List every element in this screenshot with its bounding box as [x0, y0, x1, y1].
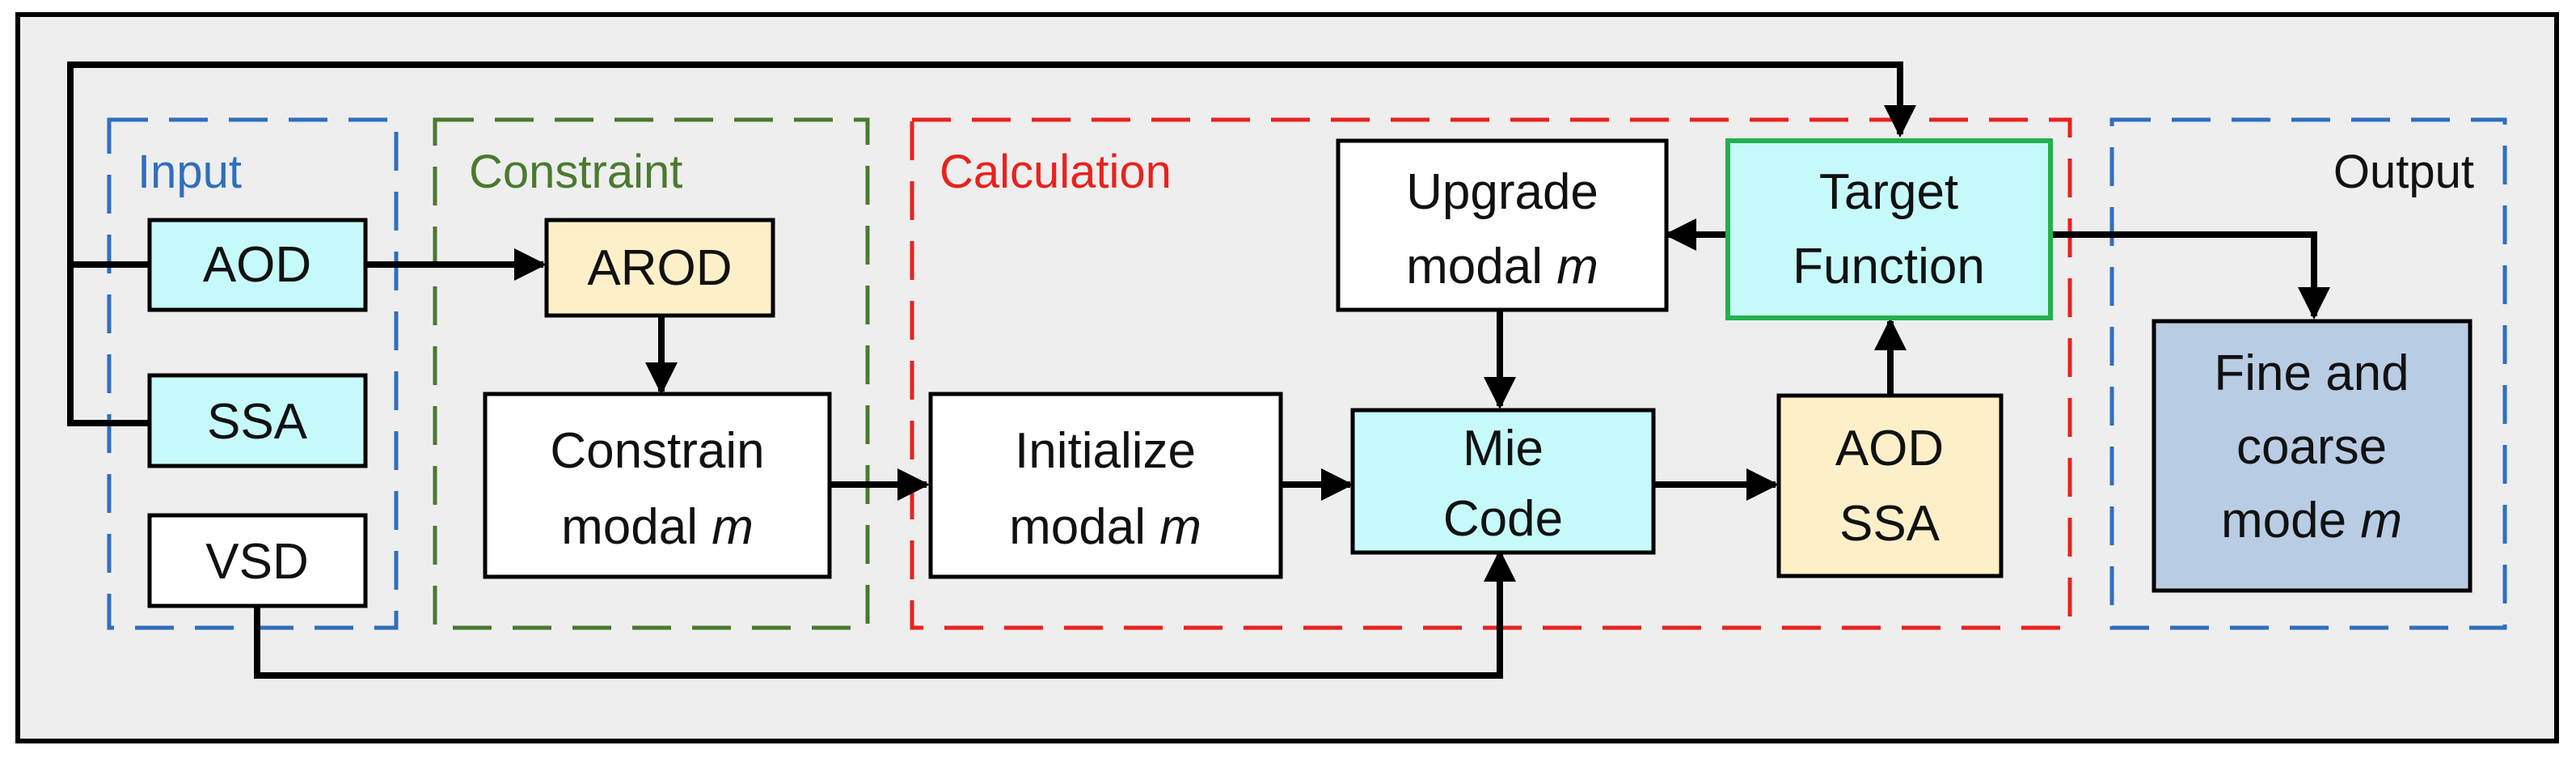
mie-code-label-line2: Code: [1443, 491, 1563, 547]
constrain-box: Constrain modal m: [483, 392, 832, 579]
initialize-box: Initialize modal m: [928, 392, 1283, 579]
vsd-input-box: VSD: [147, 513, 368, 608]
constrain-label-line2: modal m: [561, 499, 754, 555]
target-function-box: Target Function: [1725, 138, 2053, 320]
output-label-line1: Fine and: [2214, 345, 2409, 401]
aod-ssa-label-line1: AOD: [1835, 421, 1944, 476]
output-group-border: [2109, 117, 2507, 630]
initialize-label-line1: Initialize: [1015, 423, 1196, 479]
upgrade-label-line2: modal m: [1406, 239, 1598, 294]
arod-box: AROD: [544, 218, 775, 318]
initialize-label-line2: modal m: [1009, 499, 1201, 555]
aod-input-box: AOD: [147, 218, 368, 312]
input-group-title: Input: [137, 146, 242, 198]
constraint-group-title: Constraint: [469, 146, 682, 198]
vsd-input-label: VSD: [205, 534, 308, 590]
connectors: [67, 61, 2330, 679]
aod-ssa-box: AOD SSA: [1776, 393, 2004, 578]
ssa-input-label: SSA: [207, 394, 308, 450]
mie-code-box: Mie Code: [1350, 408, 1656, 555]
calculation-group-title: Calculation: [940, 146, 1172, 198]
input-group-border: [107, 117, 399, 630]
target-function-label-line1: Target: [1819, 164, 1958, 220]
feedback-line-ssa: [67, 61, 1916, 426]
output-box: Fine and coarse mode m: [2152, 319, 2473, 593]
mie-code-label-line1: Mie: [1463, 421, 1543, 476]
constraint-group-border: [433, 117, 870, 630]
target-function-label-line2: Function: [1793, 239, 1985, 294]
ssa-input-box: SSA: [147, 373, 368, 468]
upgrade-box: Upgrade modal m: [1336, 138, 1669, 312]
upgrade-label-line1: Upgrade: [1406, 164, 1598, 220]
outer-frame: [15, 12, 2559, 743]
calculation-group-border: [910, 117, 2072, 630]
arrow-target-output: [2050, 231, 2330, 320]
arrow-vsd-mie: [254, 549, 1516, 679]
arod-label: AROD: [587, 240, 732, 296]
output-label-line3: mode m: [2221, 493, 2402, 548]
output-group-title: Output: [2333, 146, 2474, 198]
aod-ssa-label-line2: SSA: [1839, 496, 1940, 552]
output-label-line2: coarse: [2236, 419, 2387, 475]
constrain-label-line1: Constrain: [550, 423, 764, 479]
aod-input-label: AOD: [203, 237, 311, 293]
